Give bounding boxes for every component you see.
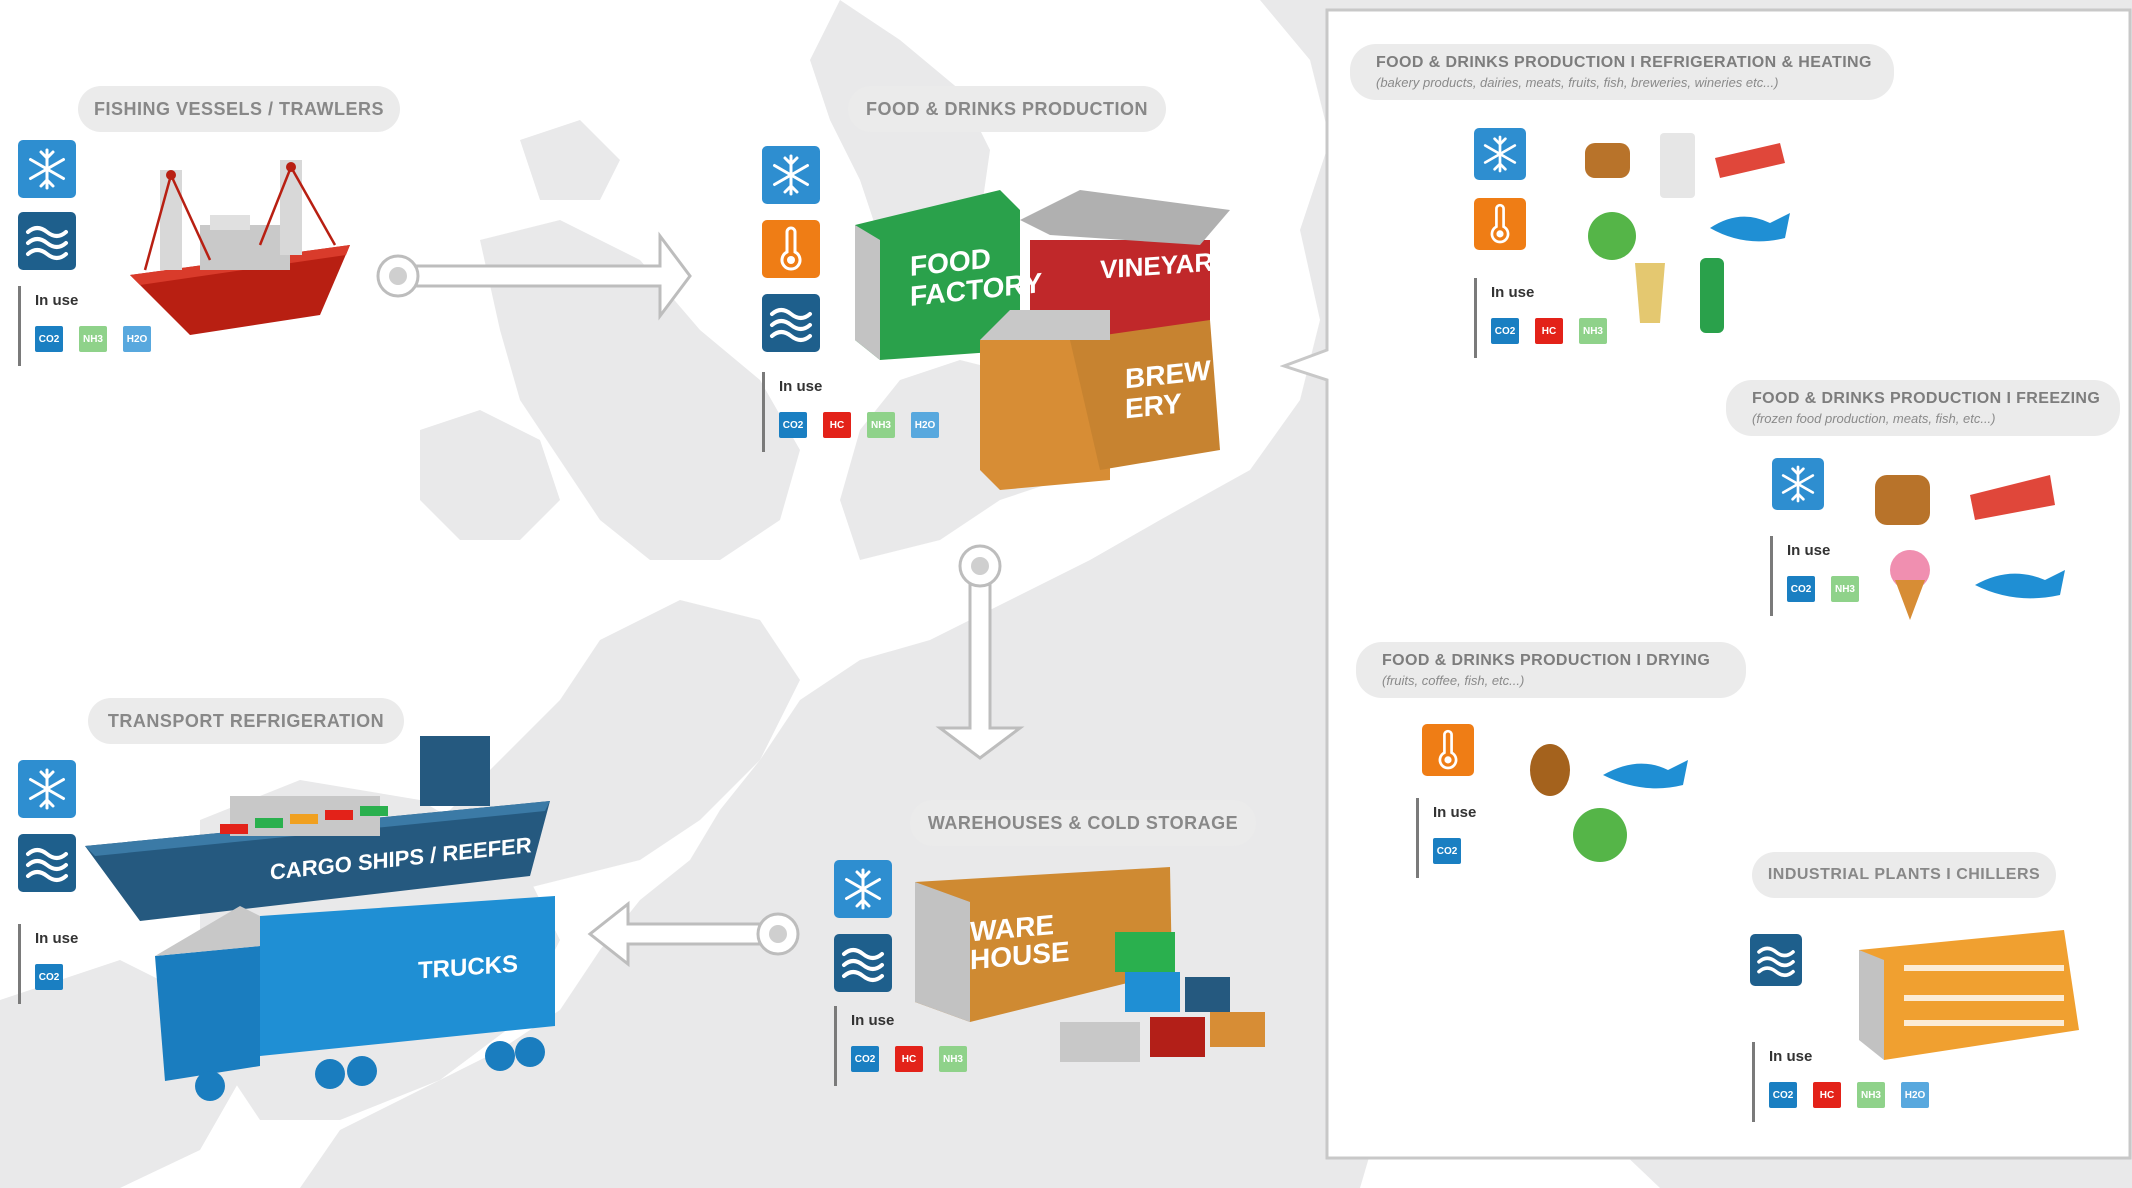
transport-in-use: In use CO2 <box>18 924 118 1004</box>
in-use-label: In use <box>1491 284 1535 301</box>
milk-icon <box>1660 133 1695 198</box>
drying-in-use: In use CO2 <box>1416 798 1516 878</box>
hc-chip: HC <box>895 1046 923 1072</box>
refrigeration-title: FOOD & DRINKS PRODUCTION I REFRIGERATION… <box>1376 54 1872 71</box>
warehouse-in-use: In use CO2 HC NH3 <box>834 1006 1014 1086</box>
bread-icon <box>1875 475 1930 525</box>
co2-chip: CO2 <box>779 412 807 438</box>
in-use-label: In use <box>1433 804 1477 821</box>
apple-icon <box>1573 808 1627 862</box>
nh3-chip: NH3 <box>1579 318 1607 344</box>
truck-illustration: TRUCKS <box>150 896 560 1101</box>
co2-chip: CO2 <box>1787 576 1815 602</box>
nh3-chip: NH3 <box>867 412 895 438</box>
bread-icon <box>1585 143 1630 178</box>
fishing-in-use: In use CO2 NH3 H2O <box>18 286 178 366</box>
fish-icon <box>1975 570 2065 599</box>
refrigeration-subtitle: (bakery products, dairies, meats, fruits… <box>1376 75 1779 90</box>
food-items-drying <box>1528 740 1708 870</box>
snowflake-icon <box>1474 128 1526 180</box>
transport-title: TRANSPORT REFRIGERATION <box>88 698 404 744</box>
cargo-ship-illustration: CARGO SHIPS / REEFER <box>80 726 560 926</box>
nh3-chip: NH3 <box>1831 576 1859 602</box>
warehouse-title: WAREHOUSES & COLD STORAGE <box>910 800 1256 846</box>
freezing-subtitle: (frozen food production, meats, fish, et… <box>1752 411 1996 426</box>
food-production-title: FOOD & DRINKS PRODUCTION <box>848 86 1166 132</box>
h2o-chip: H2O <box>911 412 939 438</box>
chillers-in-use: In use CO2 HC NH3 H2O <box>1752 1042 1942 1122</box>
chiller-plant-illustration <box>1854 920 2084 1070</box>
snowflake-icon <box>1772 458 1824 510</box>
freezing-title: FOOD & DRINKS PRODUCTION I FREEZING <box>1752 390 2101 407</box>
apple-icon <box>1588 212 1636 260</box>
food-items-freezing <box>1870 470 2090 620</box>
drying-heading-pill: FOOD & DRINKS PRODUCTION I DRYING (fruit… <box>1356 642 1746 698</box>
h2o-chip: H2O <box>123 326 151 352</box>
snowflake-icon <box>762 146 820 204</box>
beer-icon <box>1635 263 1665 323</box>
drying-subtitle: (fruits, coffee, fish, etc...) <box>1382 673 1525 688</box>
in-use-label: In use <box>1787 542 1831 559</box>
snowflake-icon <box>18 140 76 198</box>
fish-icon <box>1603 760 1688 789</box>
brewery-label: BREW ERY <box>1125 355 1211 425</box>
h2o-chip: H2O <box>1901 1082 1929 1108</box>
freezing-heading-pill: FOOD & DRINKS PRODUCTION I FREEZING (fro… <box>1726 380 2120 436</box>
fishing-title: FISHING VESSELS / TRAWLERS <box>78 86 400 132</box>
co2-chip: CO2 <box>1433 838 1461 864</box>
snowflake-icon <box>18 760 76 818</box>
nh3-chip: NH3 <box>939 1046 967 1072</box>
hc-chip: HC <box>823 412 851 438</box>
in-use-label: In use <box>35 930 79 947</box>
co2-chip: CO2 <box>851 1046 879 1072</box>
in-use-label: In use <box>35 292 79 309</box>
waves-icon <box>834 934 892 992</box>
co2-chip: CO2 <box>35 964 63 990</box>
snowflake-icon <box>834 860 892 918</box>
food-items-refrigeration <box>1580 128 1800 340</box>
trawler-illustration <box>120 145 360 345</box>
steak-icon <box>1715 143 1785 178</box>
waves-icon <box>18 212 76 270</box>
coffee-bean-icon <box>1530 744 1570 796</box>
steak-icon <box>1970 475 2055 520</box>
thermometer-icon <box>1422 724 1474 776</box>
drying-title: FOOD & DRINKS PRODUCTION I DRYING <box>1382 652 1711 669</box>
refrigeration-heading-pill: FOOD & DRINKS PRODUCTION I REFRIGERATION… <box>1350 44 1894 100</box>
freezing-in-use: In use CO2 NH3 <box>1770 536 1890 616</box>
in-use-label: In use <box>851 1012 895 1029</box>
warehouse-label: WARE HOUSE <box>970 909 1070 975</box>
waves-icon <box>762 294 820 352</box>
nh3-chip: NH3 <box>79 326 107 352</box>
food-buildings-illustration: FOOD FACTORY VINEYARD BREW ERY <box>850 150 1250 490</box>
nh3-chip: NH3 <box>1857 1082 1885 1108</box>
co2-chip: CO2 <box>1769 1082 1797 1108</box>
co2-chip: CO2 <box>1491 318 1519 344</box>
waves-icon <box>18 834 76 892</box>
in-use-label: In use <box>779 378 823 395</box>
hc-chip: HC <box>1813 1082 1841 1108</box>
refrigeration-in-use: In use CO2 HC NH3 <box>1474 278 1644 358</box>
hc-chip: HC <box>1535 318 1563 344</box>
bottle-icon <box>1700 258 1724 333</box>
food-in-use: In use CO2 HC NH3 H2O <box>762 372 962 452</box>
co2-chip: CO2 <box>35 326 63 352</box>
in-use-label: In use <box>1769 1048 1813 1065</box>
chillers-title: INDUSTRIAL PLANTS I CHILLERS <box>1752 852 2056 898</box>
thermometer-icon <box>762 220 820 278</box>
waves-icon <box>1750 934 1802 986</box>
thermometer-icon <box>1474 198 1526 250</box>
fish-icon <box>1710 213 1790 242</box>
warehouse-illustration: WARE HOUSE <box>910 852 1280 1072</box>
